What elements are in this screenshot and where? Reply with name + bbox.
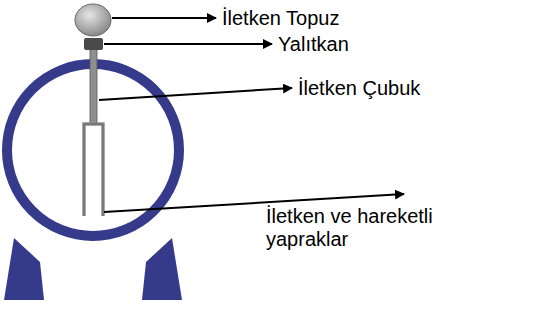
part-label: İletken ve hareketli yapraklar [266,205,496,251]
conductor-rod [90,48,97,124]
left-foot [4,238,44,300]
leader-arrow [112,17,216,19]
part-label: İletken Topuz [222,7,340,30]
leader-arrow [99,88,292,100]
conductor-knob [75,4,111,36]
insulator [84,38,103,50]
leader-arrow [104,43,272,45]
right-foot [142,238,182,300]
leaves [84,124,103,216]
part-label: Yalıtkan [278,33,349,56]
leaves-edge [84,124,103,216]
part-label: İletken Çubuk [298,77,420,100]
